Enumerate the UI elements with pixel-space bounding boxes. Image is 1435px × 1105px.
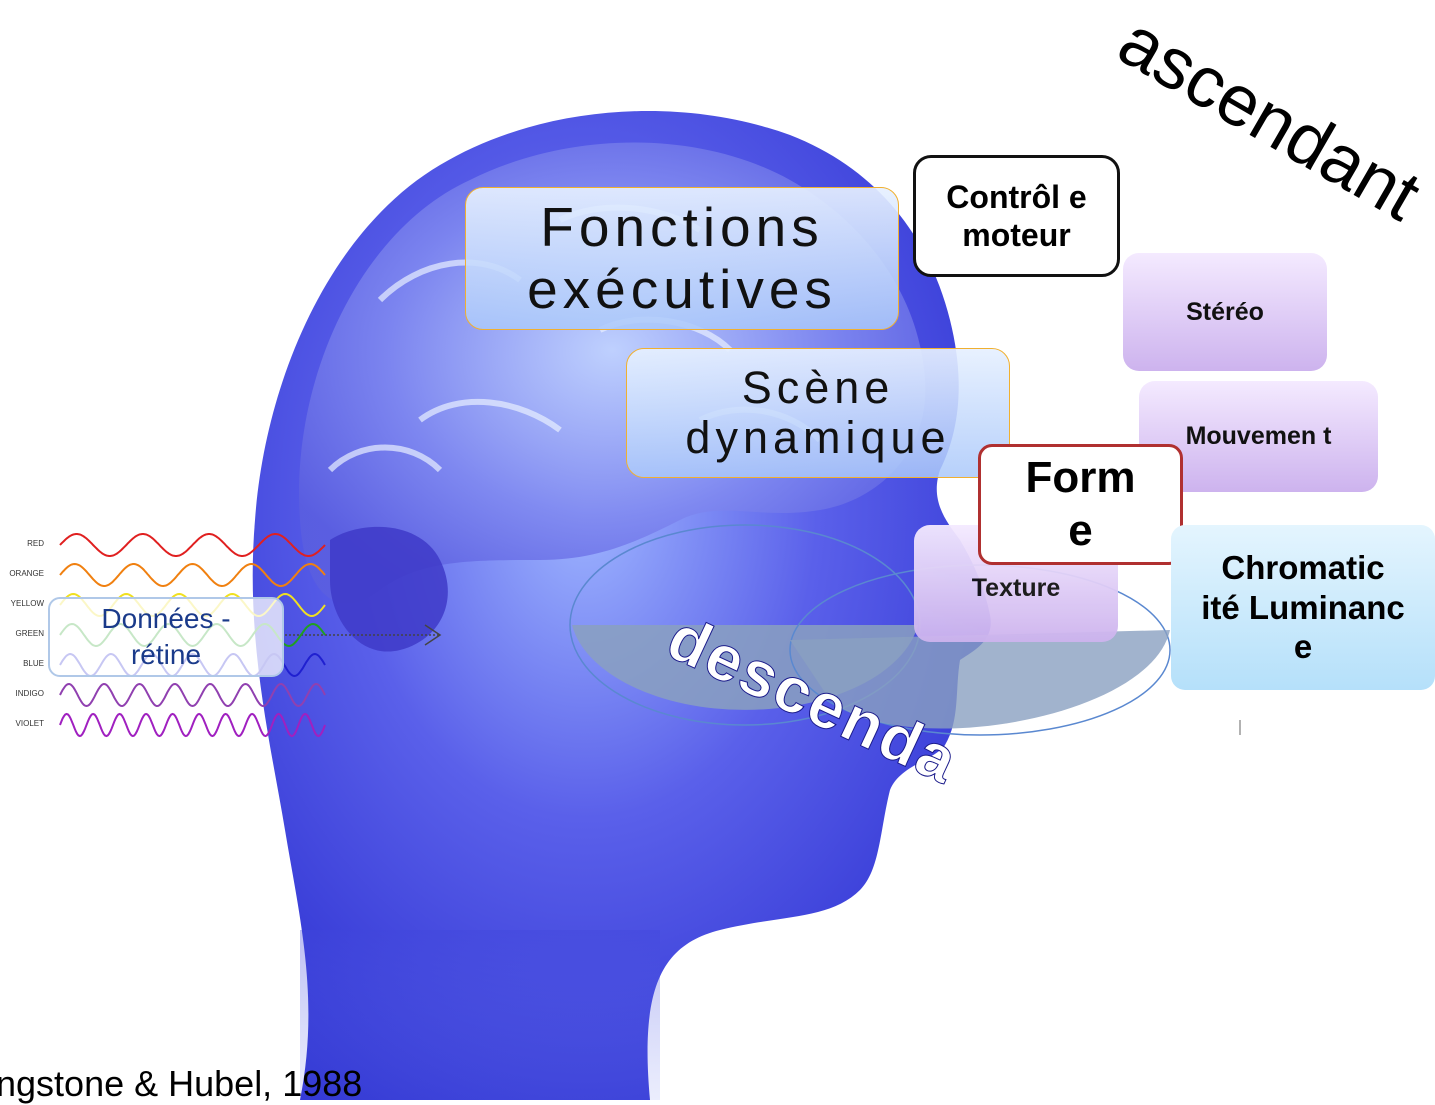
spectrum-label-orange: ORANGE [9, 569, 44, 578]
scene-dynamique-label: Scène dynamique [647, 363, 989, 464]
citation-text: ngstone & Hubel, 1988 [0, 1063, 362, 1104]
donnees-retine-label: Données - rétine [90, 601, 242, 674]
scene-dynamique-box: Scène dynamique [626, 348, 1010, 478]
chromaticite-luminance-label: Chromatic ité Luminanc e [1201, 548, 1405, 667]
controle-moteur-label: Contrôl e moteur [936, 178, 1097, 255]
chromaticite-luminance-box: Chromatic ité Luminanc e [1171, 525, 1435, 690]
fonctions-executives-box: Fonctions exécutives [465, 187, 899, 330]
spectrum-label-blue: BLUE [23, 659, 44, 668]
spectrum-label-red: RED [27, 539, 44, 548]
citation: ngstone & Hubel, 1988 [0, 1063, 362, 1105]
spectrum-label-violet: VIOLET [16, 719, 44, 728]
spectrum-label-green: GREEN [16, 629, 44, 638]
stereo-label: Stéréo [1186, 296, 1264, 329]
stereo-box: Stéréo [1123, 253, 1327, 371]
spectrum-label-yellow: YELLOW [11, 599, 44, 608]
forme-label: Form e [1011, 452, 1150, 558]
donnees-retine-box: Données - rétine [48, 597, 284, 677]
mouvement-label: Mouvemen t [1186, 420, 1332, 453]
forme-box: Form e [978, 444, 1183, 565]
controle-moteur-box: Contrôl e moteur [913, 155, 1120, 277]
fonctions-executives-label: Fonctions exécutives [486, 197, 878, 320]
spectrum-label-indigo: INDIGO [16, 689, 44, 698]
texture-label: Texture [972, 572, 1060, 605]
